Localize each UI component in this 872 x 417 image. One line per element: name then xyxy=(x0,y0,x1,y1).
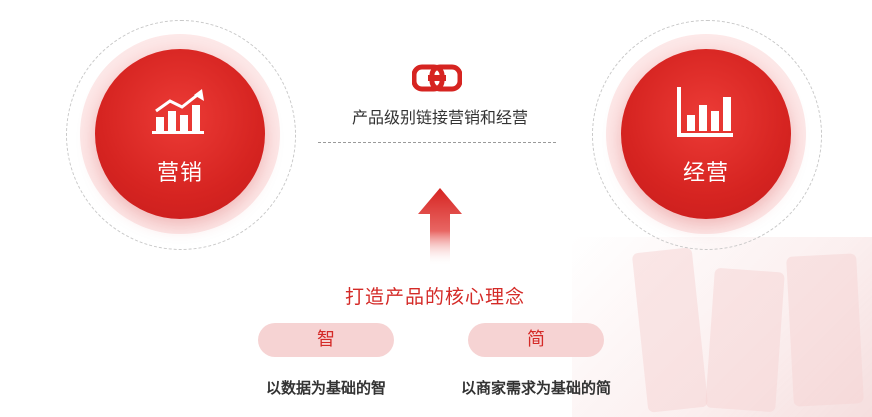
left-node-circle: 营销 xyxy=(95,49,265,219)
left-node-label: 营销 xyxy=(156,161,203,186)
up-arrow-icon xyxy=(418,188,462,266)
chart-up-arrow-icon xyxy=(150,87,210,137)
right-node-label: 经营 xyxy=(682,161,729,186)
pill-wisdom-caption: 以数据为基础的智 xyxy=(265,379,386,397)
background-card xyxy=(786,253,864,407)
core-title: 打造产品的核心理念 xyxy=(344,286,525,308)
right-node-circle: 经营 xyxy=(621,49,791,219)
bar-chart-icon xyxy=(675,85,737,141)
right-node-dashed-ring xyxy=(592,20,822,250)
link-caption: 产品级别链接营销和经营 xyxy=(351,108,528,127)
pill-wisdom: 智 xyxy=(258,323,394,357)
link-icon xyxy=(411,64,463,92)
divider-dotted-line xyxy=(318,142,556,143)
background-card xyxy=(705,267,785,413)
pill-simplicity-caption: 以商家需求为基础的简 xyxy=(460,379,611,397)
left-node-dashed-ring xyxy=(66,20,296,250)
pill-simplicity: 简 xyxy=(468,323,604,357)
